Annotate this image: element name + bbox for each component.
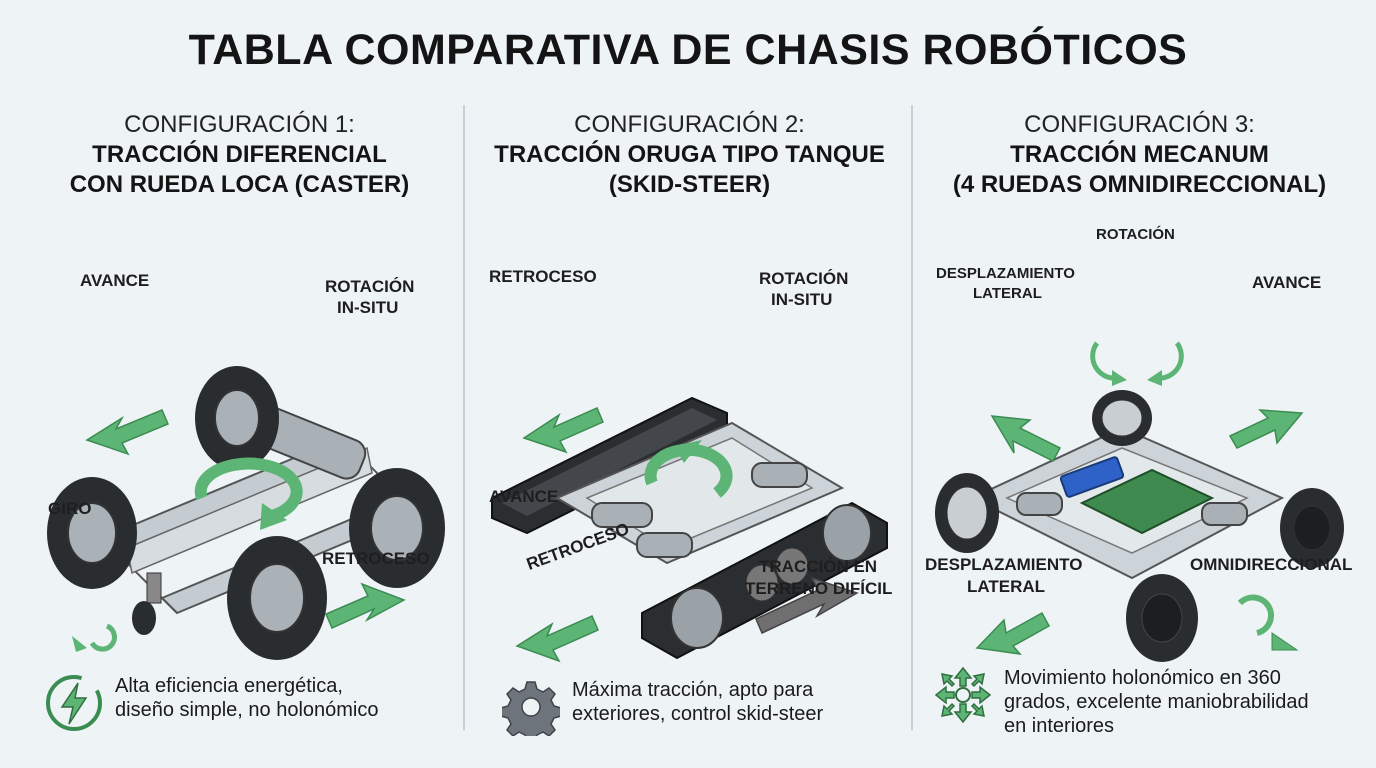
feature-line-2: exteriores, control skid-steer (572, 703, 824, 725)
rotation-arrowhead (674, 440, 702, 463)
label-terreno-line-1: TRACCIÓN EN (759, 557, 878, 576)
label-rotacion: ROTACIÓN (1096, 226, 1175, 243)
config-name-line-1: TRACCIÓN ORUGA TIPO TANQUE (494, 141, 885, 168)
label-avance: AVANCE (489, 487, 559, 506)
feature-text: Máxima tracción, apto para exteriores, c… (572, 678, 823, 726)
label-rotacion-line-2: IN-SITU (771, 290, 833, 309)
label-lateral-top-line-1: DESPLAZAMIENTO (936, 265, 1075, 282)
column-differential: CONFIGURACIÓN 1: TRACCIÓN DIFERENCIAL CO… (12, 108, 467, 748)
mecanum-wheel-back (1092, 390, 1152, 446)
label-rotacion-line-2: IN-SITU (337, 298, 399, 317)
column-mecanum: CONFIGURACIÓN 3: TRACCIÓN MECANUM (4 RUE… (912, 108, 1367, 748)
motor (751, 462, 808, 488)
rotation-arrowhead (260, 503, 287, 530)
config-name-line-1: TRACCIÓN MECANUM (1010, 141, 1269, 168)
column-header: CONFIGURACIÓN 2: TRACCIÓN ORUGA TIPO TAN… (462, 110, 917, 200)
feature-line-2: diseño simple, no holonómico (115, 699, 379, 721)
config-subtitle: CONFIGURACIÓN 2: (574, 111, 805, 138)
gear-icon (502, 681, 560, 736)
mecanum-wheel-left (935, 473, 999, 553)
battery (1059, 456, 1125, 498)
motor (1016, 492, 1063, 516)
track-right (641, 501, 888, 660)
motor (636, 532, 693, 558)
omnidirectional-arrows-icon (934, 666, 992, 724)
rotation-arrow-left (1090, 341, 1118, 381)
controller-board (1079, 468, 1215, 535)
feature-line-2: grados, excelente maniobrabilidad (1004, 691, 1309, 713)
tank-chassis-illustration (491, 396, 888, 663)
feature-line-1: Máxima tracción, apto para (572, 679, 814, 701)
feature-text: Alta eficiencia energética, diseño simpl… (115, 674, 379, 722)
config-name-line-2: (SKID-STEER) (608, 171, 771, 198)
sprocket (822, 504, 872, 562)
rotation-arrow (194, 457, 303, 522)
avance-arrow (515, 615, 599, 663)
terrain-arrow (755, 576, 859, 635)
lateral-arrow-bottom (975, 611, 1051, 656)
config-name-line-1: TRACCIÓN DIFERENCIAL (92, 141, 387, 168)
label-lateral-top-line-2: LATERAL (973, 285, 1042, 302)
differential-chassis-illustration (47, 366, 445, 660)
label-omnidireccional: OMNIDIRECCIONAL (1190, 555, 1353, 574)
giro-arrowhead (72, 636, 87, 652)
lightning-icon (46, 675, 102, 731)
retroceso-arrow (325, 582, 406, 629)
label-avance: AVANCE (1252, 273, 1322, 292)
label-lateral-bottom-line-2: LATERAL (967, 577, 1046, 596)
wheel-rear-left (195, 366, 279, 470)
label-avance: AVANCE (80, 271, 150, 290)
feature-row: Alta eficiencia energética, diseño simpl… (45, 674, 379, 732)
motor (1201, 502, 1248, 526)
lateral-arrow-top (990, 415, 1062, 462)
feature-line-1: Alta eficiencia energética, (115, 675, 343, 697)
page-title: TABLA COMPARATIVA DE CHASIS ROBÓTICOS (188, 26, 1188, 74)
label-rotacion-line-1: ROTACIÓN (325, 277, 415, 296)
omni-arrowhead (1271, 632, 1299, 651)
mecanum-chassis-illustration (935, 341, 1344, 662)
config-subtitle: CONFIGURACIÓN 1: (124, 111, 355, 138)
feature-text: Movimiento holonómico en 360 grados, exc… (1004, 666, 1309, 738)
sprocket (670, 587, 724, 649)
label-retroceso-top: RETROCESO (489, 267, 597, 286)
label-terreno-line-2: TERRENO DIFÍCIL (745, 579, 893, 598)
retroceso-arrow (522, 407, 604, 454)
config-name-line-2: CON RUEDA LOCA (CASTER) (69, 171, 410, 198)
config-name-line-2: (4 RUEDAS OMNIDIRECCIONAL) (952, 171, 1327, 198)
mecanum-wheel-front (1126, 574, 1198, 662)
avance-arrow (85, 409, 169, 456)
column-tank-tracks: CONFIGURACIÓN 2: TRACCIÓN ORUGA TIPO TAN… (462, 108, 917, 748)
feature-row: Máxima tracción, apto para exteriores, c… (502, 678, 823, 736)
feature-line-3: en interiores (1004, 715, 1115, 737)
omni-arrow (1237, 594, 1274, 636)
feature-row: Movimiento holonómico en 360 grados, exc… (934, 666, 1309, 738)
rotation-arrow (644, 443, 733, 498)
wheel-front-left (47, 477, 137, 589)
motor (591, 502, 653, 528)
column-divider-1 (463, 105, 465, 730)
wheel-front-right (227, 536, 327, 660)
caster-wheel (132, 572, 162, 635)
avance-arrow (1228, 409, 1304, 449)
label-rotacion-line-1: ROTACIÓN (759, 269, 849, 288)
config-subtitle: CONFIGURACIÓN 3: (1024, 111, 1255, 138)
label-giro: GIRO (48, 499, 92, 518)
wheel-rear-right (349, 468, 445, 588)
feature-line-1: Movimiento holonómico en 360 (1004, 667, 1281, 689)
column-divider-2 (911, 105, 913, 730)
label-retroceso: RETROCESO (322, 549, 430, 568)
rotation-arrow-right (1156, 341, 1184, 381)
giro-arrow (89, 623, 117, 652)
column-header: CONFIGURACIÓN 1: TRACCIÓN DIFERENCIAL CO… (12, 110, 467, 200)
label-lateral-bottom-line-1: DESPLAZAMIENTO (925, 555, 1083, 574)
mecanum-wheel-right (1280, 488, 1344, 568)
column-header: CONFIGURACIÓN 3: TRACCIÓN MECANUM (4 RUE… (912, 110, 1367, 200)
